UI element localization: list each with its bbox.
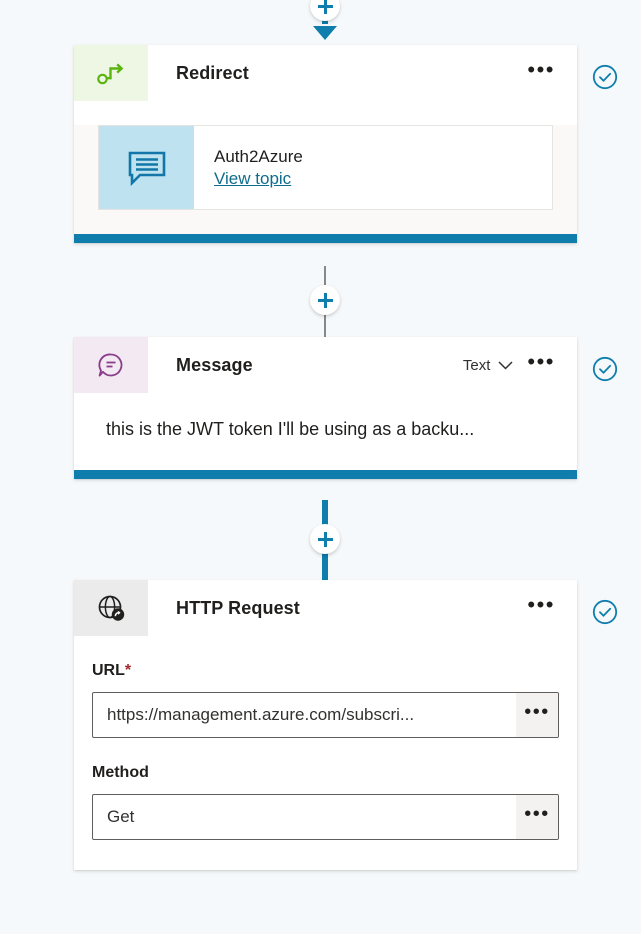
node-http-request-overflow-button[interactable]: ••• bbox=[527, 592, 555, 617]
field-method-label-text: Method bbox=[92, 764, 149, 781]
method-more-options-button[interactable]: ••• bbox=[516, 795, 558, 839]
message-type-value: Text bbox=[462, 356, 491, 374]
node-http-request-status-badge[interactable] bbox=[592, 599, 618, 625]
node-message-body: this is the JWT token I'll be using as a… bbox=[74, 393, 577, 479]
field-method-label: Method bbox=[92, 738, 559, 794]
connector-arrow-top bbox=[313, 26, 337, 40]
node-redirect-header-actions: ••• bbox=[523, 45, 577, 101]
node-redirect-overflow-button[interactable]: ••• bbox=[527, 57, 555, 82]
http-globe-icon bbox=[74, 580, 148, 636]
node-message-header-actions: Text ••• bbox=[463, 337, 577, 393]
topic-reference-text: Auth2Azure View topic bbox=[194, 126, 552, 209]
node-http-request-title: HTTP Request bbox=[176, 597, 300, 618]
node-redirect-status-badge[interactable] bbox=[592, 64, 618, 90]
topic-message-icon bbox=[99, 126, 194, 209]
node-redirect-bottom-bar bbox=[74, 234, 577, 243]
redirect-icon bbox=[74, 45, 148, 101]
chevron-down-icon bbox=[498, 357, 513, 374]
required-marker: * bbox=[124, 662, 132, 679]
message-icon bbox=[74, 337, 148, 393]
field-method: Method Get ••• bbox=[74, 738, 577, 840]
node-redirect-title: Redirect bbox=[176, 62, 249, 83]
add-node-button-redirect-message[interactable] bbox=[310, 285, 340, 315]
node-http-request-header: HTTP Request ••• bbox=[74, 580, 577, 636]
node-http-request-body: URL* https://management.azure.com/subscr… bbox=[74, 636, 577, 870]
topic-name: Auth2Azure bbox=[214, 146, 303, 166]
url-more-options-button[interactable]: ••• bbox=[516, 693, 558, 737]
add-node-button-message-http[interactable] bbox=[310, 524, 340, 554]
view-topic-link[interactable]: View topic bbox=[214, 168, 292, 188]
node-redirect-notch bbox=[314, 100, 337, 110]
field-url: URL* https://management.azure.com/subscr… bbox=[74, 636, 577, 738]
field-url-label: URL* bbox=[92, 636, 559, 692]
node-redirect-header: Redirect ••• bbox=[74, 45, 577, 110]
node-message-status-badge[interactable] bbox=[592, 356, 618, 382]
url-input-row[interactable]: https://management.azure.com/subscri... … bbox=[92, 692, 559, 738]
node-message[interactable]: Message Text ••• this is the JWT token I… bbox=[74, 337, 577, 479]
message-type-dropdown[interactable]: Text bbox=[463, 357, 514, 374]
node-http-request-body-spacer bbox=[74, 840, 577, 870]
node-redirect-body: Auth2Azure View topic bbox=[74, 125, 577, 243]
add-node-button-top[interactable] bbox=[310, 0, 340, 21]
method-input[interactable]: Get bbox=[107, 807, 135, 826]
node-http-request-header-actions: ••• bbox=[523, 580, 577, 636]
node-redirect[interactable]: Redirect ••• Auth2Azure View topi bbox=[74, 45, 577, 243]
topic-reference-card[interactable]: Auth2Azure View topic bbox=[98, 125, 553, 210]
node-message-header: Message Text ••• bbox=[74, 337, 577, 393]
message-body-text[interactable]: this is the JWT token I'll be using as a… bbox=[106, 419, 475, 439]
url-input[interactable]: https://management.azure.com/subscri... bbox=[107, 705, 415, 724]
method-input-row[interactable]: Get ••• bbox=[92, 794, 559, 840]
field-url-label-text: URL bbox=[92, 662, 125, 679]
node-message-overflow-button[interactable]: ••• bbox=[527, 349, 555, 374]
node-message-title: Message bbox=[176, 354, 253, 375]
node-message-bottom-bar bbox=[74, 470, 577, 479]
node-http-request[interactable]: HTTP Request ••• URL* https://management… bbox=[74, 580, 577, 870]
